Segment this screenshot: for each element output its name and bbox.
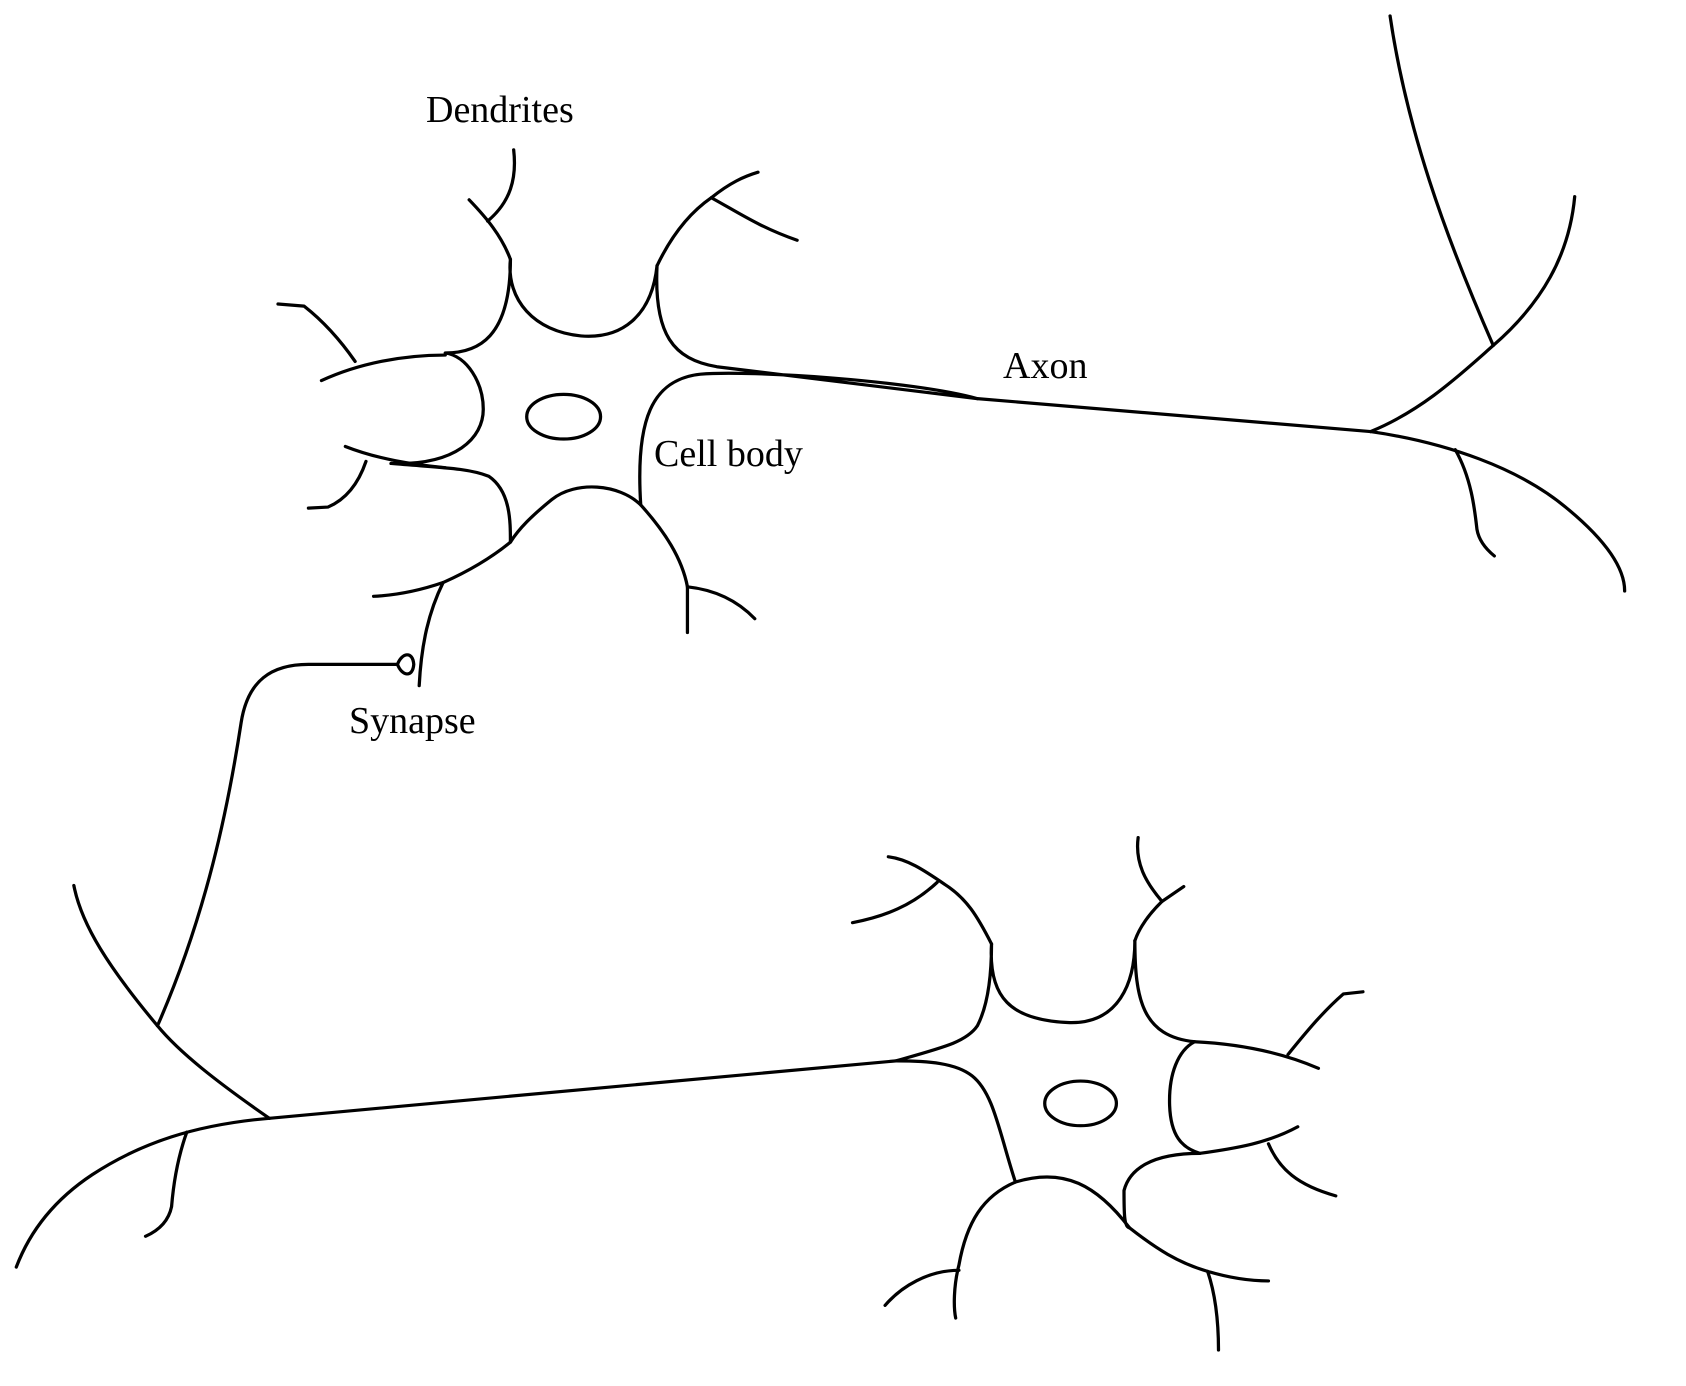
lower-nucleus	[1043, 1079, 1119, 1128]
upper-dendrite-left-upper-branch	[276, 302, 357, 364]
upper-dendrite-top-right	[655, 170, 760, 268]
lower-dendrite-bottom-left-branch	[883, 1268, 961, 1307]
lower-axon-terminal-down-branch	[143, 1130, 189, 1238]
label-axon: Axon	[1003, 345, 1087, 387]
upper-dendrite-left-upper	[319, 353, 447, 383]
lower-dendrite-right-upper	[1192, 1040, 1321, 1070]
upper-dendrite-top-right-branch	[709, 196, 799, 242]
lower-axon	[267, 1059, 898, 1120]
label-synapse: Synapse	[349, 700, 476, 742]
lower-dendrite-top-left-branch	[850, 880, 939, 925]
upper-axon	[975, 397, 1373, 434]
lower-dendrite-bottom-left	[952, 1180, 1018, 1320]
lower-dendrite-top-right	[1133, 884, 1186, 943]
upper-dendrite-bottom-left-branch	[417, 580, 445, 688]
lower-dendrite-right-upper-branch	[1286, 990, 1365, 1057]
lower-axon-terminal-down	[14, 1116, 271, 1269]
upper-dendrite-top-left	[467, 198, 513, 261]
lower-cell-body-outline	[894, 939, 1202, 1230]
upper-axon-terminal-up	[1368, 195, 1577, 434]
upper-axon-terminal-up-branch	[1388, 14, 1495, 348]
upper-dendrite-left-lower	[343, 444, 447, 470]
lower-neuron	[14, 836, 1365, 1352]
lower-dendrite-bottom-right	[1127, 1226, 1271, 1283]
label-dendrites: Dendrites	[426, 89, 574, 131]
upper-axon-terminal-down-branch	[1453, 448, 1496, 558]
lower-dendrite-top-left	[886, 855, 994, 946]
lower-dendrite-right-lower	[1198, 1125, 1300, 1155]
upper-neuron	[155, 14, 1627, 1028]
label-cell-body: Cell body	[654, 433, 803, 475]
upper-axon-terminal-down	[1368, 429, 1627, 593]
upper-dendrite-left-lower-branch	[306, 459, 368, 510]
lower-dendrite-bottom-right-branch	[1206, 1269, 1221, 1352]
lower-dendrite-top-right-branch	[1135, 836, 1164, 904]
upper-dendrite-bottom-right-branch	[685, 585, 757, 621]
lower-dendrite-right-lower-branch	[1266, 1142, 1338, 1198]
upper-nucleus	[525, 392, 603, 441]
synapse-axon-path	[155, 662, 400, 1028]
lower-axon-terminal-up	[72, 883, 271, 1120]
upper-cell-body-outline	[389, 257, 980, 544]
upper-dendrite-top-left-branch	[485, 148, 517, 223]
synapse-knob	[395, 653, 416, 676]
upper-dendrite-bottom-right	[639, 503, 690, 635]
